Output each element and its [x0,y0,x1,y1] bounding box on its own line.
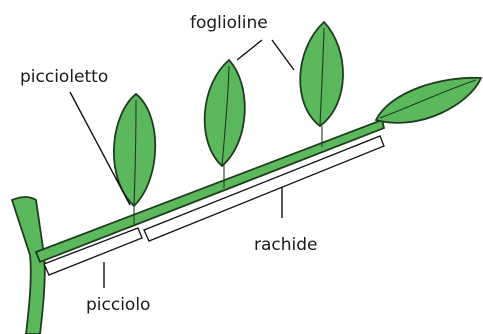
terminal-leaflet [376,78,481,123]
main-stem [12,197,45,334]
label-picciolotto: piccioletto [20,67,108,87]
foglioline-pointer-left [237,40,262,60]
label-foglioline: foglioline [190,13,268,33]
leaflet-3 [300,22,343,126]
rachis-bracket [144,136,384,241]
foglioline-pointer-right [272,40,294,70]
leaflet-2 [205,60,245,166]
label-rachide: rachide [254,235,318,255]
label-picciolo: picciolo [86,295,150,315]
